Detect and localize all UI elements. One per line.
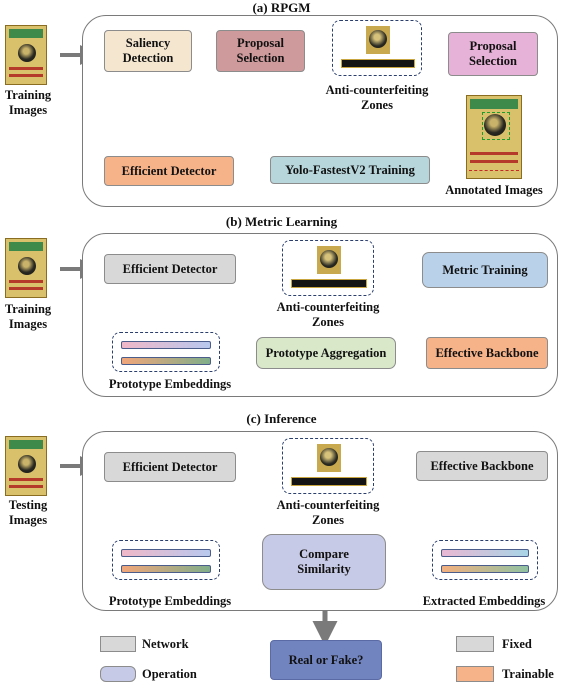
extracted-embeddings-label: Extracted Embeddings (422, 594, 546, 608)
legend-network-swatch (100, 636, 136, 652)
detection-box (469, 170, 519, 171)
annotated-image-thumbnail (466, 95, 522, 179)
efficient-detector-box-c: Efficient Detector (104, 452, 236, 482)
legend-trainable-swatch (456, 666, 494, 682)
annotated-images-label: Annotated Images (445, 183, 543, 197)
anti-counterfeiting-zones-label-b: Anti-counterfeiting Zones (276, 300, 380, 329)
prototype-embeddings-group-c (112, 540, 220, 580)
section-title-rpgm: (a) RPGM (252, 0, 311, 15)
anti-counterfeiting-zones-group-b (282, 240, 374, 296)
embedding-bar (121, 357, 211, 365)
testing-image-thumbnail (5, 436, 47, 496)
compare-similarity-box: Compare Similarity (262, 534, 386, 590)
proposal-selection-box-2: Proposal Selection (448, 32, 538, 76)
prototype-embeddings-label-c: Prototype Embeddings (108, 594, 232, 608)
efficient-detector-box-b: Efficient Detector (104, 254, 236, 284)
prototype-embeddings-group-b (112, 332, 220, 372)
detection-box (482, 112, 510, 140)
training-image-thumbnail (5, 25, 47, 85)
embedding-bar (441, 565, 529, 573)
legend-operation-swatch (100, 666, 136, 682)
prototype-embeddings-label-b: Prototype Embeddings (108, 377, 232, 391)
legend-operation-label: Operation (142, 667, 197, 681)
section-title-metric: (b) Metric Learning (225, 214, 338, 229)
legend-trainable-label: Trainable (502, 667, 554, 681)
efficient-detector-trainable-box: Efficient Detector (104, 156, 234, 186)
legend-fixed-swatch (456, 636, 494, 652)
anti-counterfeiting-zones-group-a (332, 20, 422, 76)
prototype-aggregation-box: Prototype Aggregation (256, 337, 396, 369)
training-image-thumbnail (5, 238, 47, 298)
testing-images-label: Testing Images (8, 498, 48, 527)
proposal-selection-box-1: Proposal Selection (216, 30, 305, 72)
anti-counterfeiting-zones-label-a: Anti-counterfeiting Zones (325, 83, 429, 112)
legend-network-label: Network (142, 637, 189, 651)
anti-counterfeiting-zones-group-c (282, 438, 374, 494)
real-or-fake-output-box: Real or Fake? (270, 640, 382, 680)
embedding-bar (121, 341, 211, 349)
legend-fixed-label: Fixed (502, 637, 532, 651)
effective-backbone-trainable-box: Effective Backbone (426, 337, 548, 369)
embedding-bar (441, 549, 529, 557)
training-images-label-a: Training Images (4, 88, 52, 117)
yolo-training-box: Yolo-FastestV2 Training (270, 156, 430, 184)
effective-backbone-fixed-box: Effective Backbone (416, 451, 548, 481)
metric-training-box: Metric Training (422, 252, 548, 288)
embedding-bar (121, 549, 211, 557)
section-title-inference: (c) Inference (246, 411, 317, 426)
anti-counterfeiting-zones-label-c: Anti-counterfeiting Zones (276, 498, 380, 527)
training-images-label-b: Training Images (4, 302, 52, 331)
saliency-detection-box: Saliency Detection (104, 30, 192, 72)
embedding-bar (121, 565, 211, 573)
extracted-embeddings-group (432, 540, 538, 580)
